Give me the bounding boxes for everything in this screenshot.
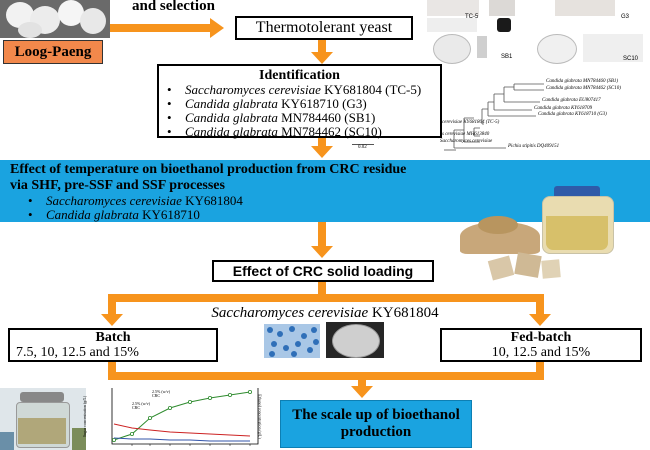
crc-loading-box: Effect of CRC solid loading — [212, 260, 434, 282]
identification-item: Candida glabrata KY618710 (G3) — [163, 97, 436, 112]
chart-axes — [111, 388, 259, 445]
tree-label: Candida glabrata EU807417 — [542, 98, 601, 103]
identification-item: Candida glabrata MN784460 (SB1) — [163, 111, 436, 126]
identification-title: Identification — [259, 68, 340, 83]
arrow-to-yeast — [110, 24, 212, 32]
temperature-effect-panel: Effect of temperature on bioethanol prod… — [0, 160, 650, 222]
tree-scale-label: 0.02 — [358, 145, 367, 150]
temperature-item: Candida glabrata KY618710 — [24, 208, 642, 223]
arrow-to-temperature — [318, 138, 326, 148]
label-sb1: SB1 — [501, 54, 513, 60]
phylogenetic-tree: Candida glabrata MN784460 (SB1) Candida … — [440, 78, 649, 156]
yeast-plate-photos: TC-5 G3 SB1 SC10 — [425, 0, 650, 68]
arrow-branch-left — [108, 294, 116, 316]
tree-label: Candida glabrata KY618709 — [534, 106, 593, 111]
arrow-to-loading — [318, 222, 326, 248]
label-g3: G3 — [621, 14, 630, 20]
strain-label: Saccharomyces cerevisiae KY681804 — [211, 305, 439, 321]
sugar-series-line — [113, 423, 251, 437]
temperature-title-line2: via SHF, pre-SSF and SSF processes — [10, 178, 225, 193]
arrow-merge-left — [108, 362, 116, 376]
fedbatch-title: Fed-batch — [510, 330, 572, 345]
fermentation-mini-chart: 2.5% (w/v) CRC 2.5% (w/v) CRC Sugar conc… — [82, 384, 272, 450]
bioreactor-photo — [0, 388, 86, 450]
thermotolerant-yeast-box: Thermotolerant yeast — [235, 16, 413, 40]
ethanol-series-points — [111, 390, 252, 443]
selection-label: and selection — [132, 0, 215, 14]
label-tc5: TC-5 — [465, 14, 479, 20]
chart-annotation: 2.5% (w/v) CRC — [132, 401, 150, 410]
arrow-branch-left-head — [101, 314, 123, 326]
batch-title: Batch — [95, 330, 131, 345]
arrow-branch-right-head — [529, 314, 551, 326]
arrow-to-temperature-head — [311, 146, 333, 158]
ethanol-series-line — [113, 391, 251, 441]
arrow-merge-down-head — [351, 386, 373, 398]
tree-label: cerevisiae KY681804 (TC-5) — [442, 120, 500, 125]
tree-label: Candida glabrata MN784462 (SC10) — [546, 86, 621, 91]
tree-label: Candida glabrata MN784460 (SB1) — [546, 79, 619, 84]
chart-annotation: 2.5% (w/v) CRC — [152, 389, 170, 398]
identification-box: Identification Saccharomyces cerevisiae … — [157, 64, 442, 140]
fedbatch-box: Fed-batch 10, 12.5 and 15% — [440, 328, 642, 362]
fedbatch-values: 10, 12.5 and 15% — [491, 345, 591, 360]
arrow-to-identification-head — [311, 52, 333, 64]
loog-paeng-label: Loog-Paeng — [3, 40, 103, 64]
arrow-to-yeast-head — [210, 18, 224, 38]
identification-item: Saccharomyces cerevisiae KY681804 (TC-5) — [163, 83, 436, 98]
arrow-loading-down — [318, 282, 326, 296]
arrow-branch-right — [536, 294, 544, 316]
chart-ylabel-right: Ethanol concentration (g/L) — [257, 394, 263, 439]
batch-box: Batch 7.5, 10, 12.5 and 15% — [8, 328, 218, 362]
temperature-item: Saccharomyces cerevisiae KY681804 — [24, 194, 642, 209]
tree-label: s cerevisiae MH613840 — [442, 132, 490, 137]
sugar-series-line-2 — [113, 437, 250, 442]
arrow-merge-down — [358, 378, 366, 388]
arrow-merge-right — [536, 362, 544, 376]
arrow-merge-horizontal — [108, 372, 544, 380]
identification-item: Candida glabrata MN784462 (SC10) — [163, 125, 436, 140]
yeast-plate-image — [326, 322, 384, 358]
loog-paeng-photo — [0, 0, 110, 38]
arrow-branch-horizontal — [108, 294, 544, 302]
temperature-title-line1: Effect of temperature on bioethanol prod… — [10, 162, 407, 177]
tree-label: Saccharomyces cerevisiae — [440, 139, 493, 144]
scale-up-line1: The scale up of bioethanol — [292, 407, 460, 423]
tree-scale-bar — [352, 144, 374, 145]
tree-label: Pichia stipitis DQ409151 — [508, 144, 560, 149]
tree-branches — [444, 83, 544, 151]
arrow-to-identification — [318, 40, 326, 54]
arrow-to-loading-head — [311, 246, 333, 258]
tree-label: Candida glabrata KY618710 (G3) — [538, 112, 607, 117]
yeast-microscopy-image — [264, 324, 320, 358]
label-sc10: SC10 — [623, 56, 639, 62]
chart-tick-marks — [131, 444, 251, 446]
scale-up-line2: production — [340, 424, 412, 440]
bioethanol-residue-photo — [458, 186, 650, 256]
batch-values: 7.5, 10, 12.5 and 15% — [16, 345, 139, 360]
scale-up-panel: The scale up of bioethanol production — [280, 400, 472, 448]
crc-residue-pieces — [480, 252, 570, 281]
chart-ylabel-left: Sugar concentration (g/L) — [82, 395, 88, 438]
